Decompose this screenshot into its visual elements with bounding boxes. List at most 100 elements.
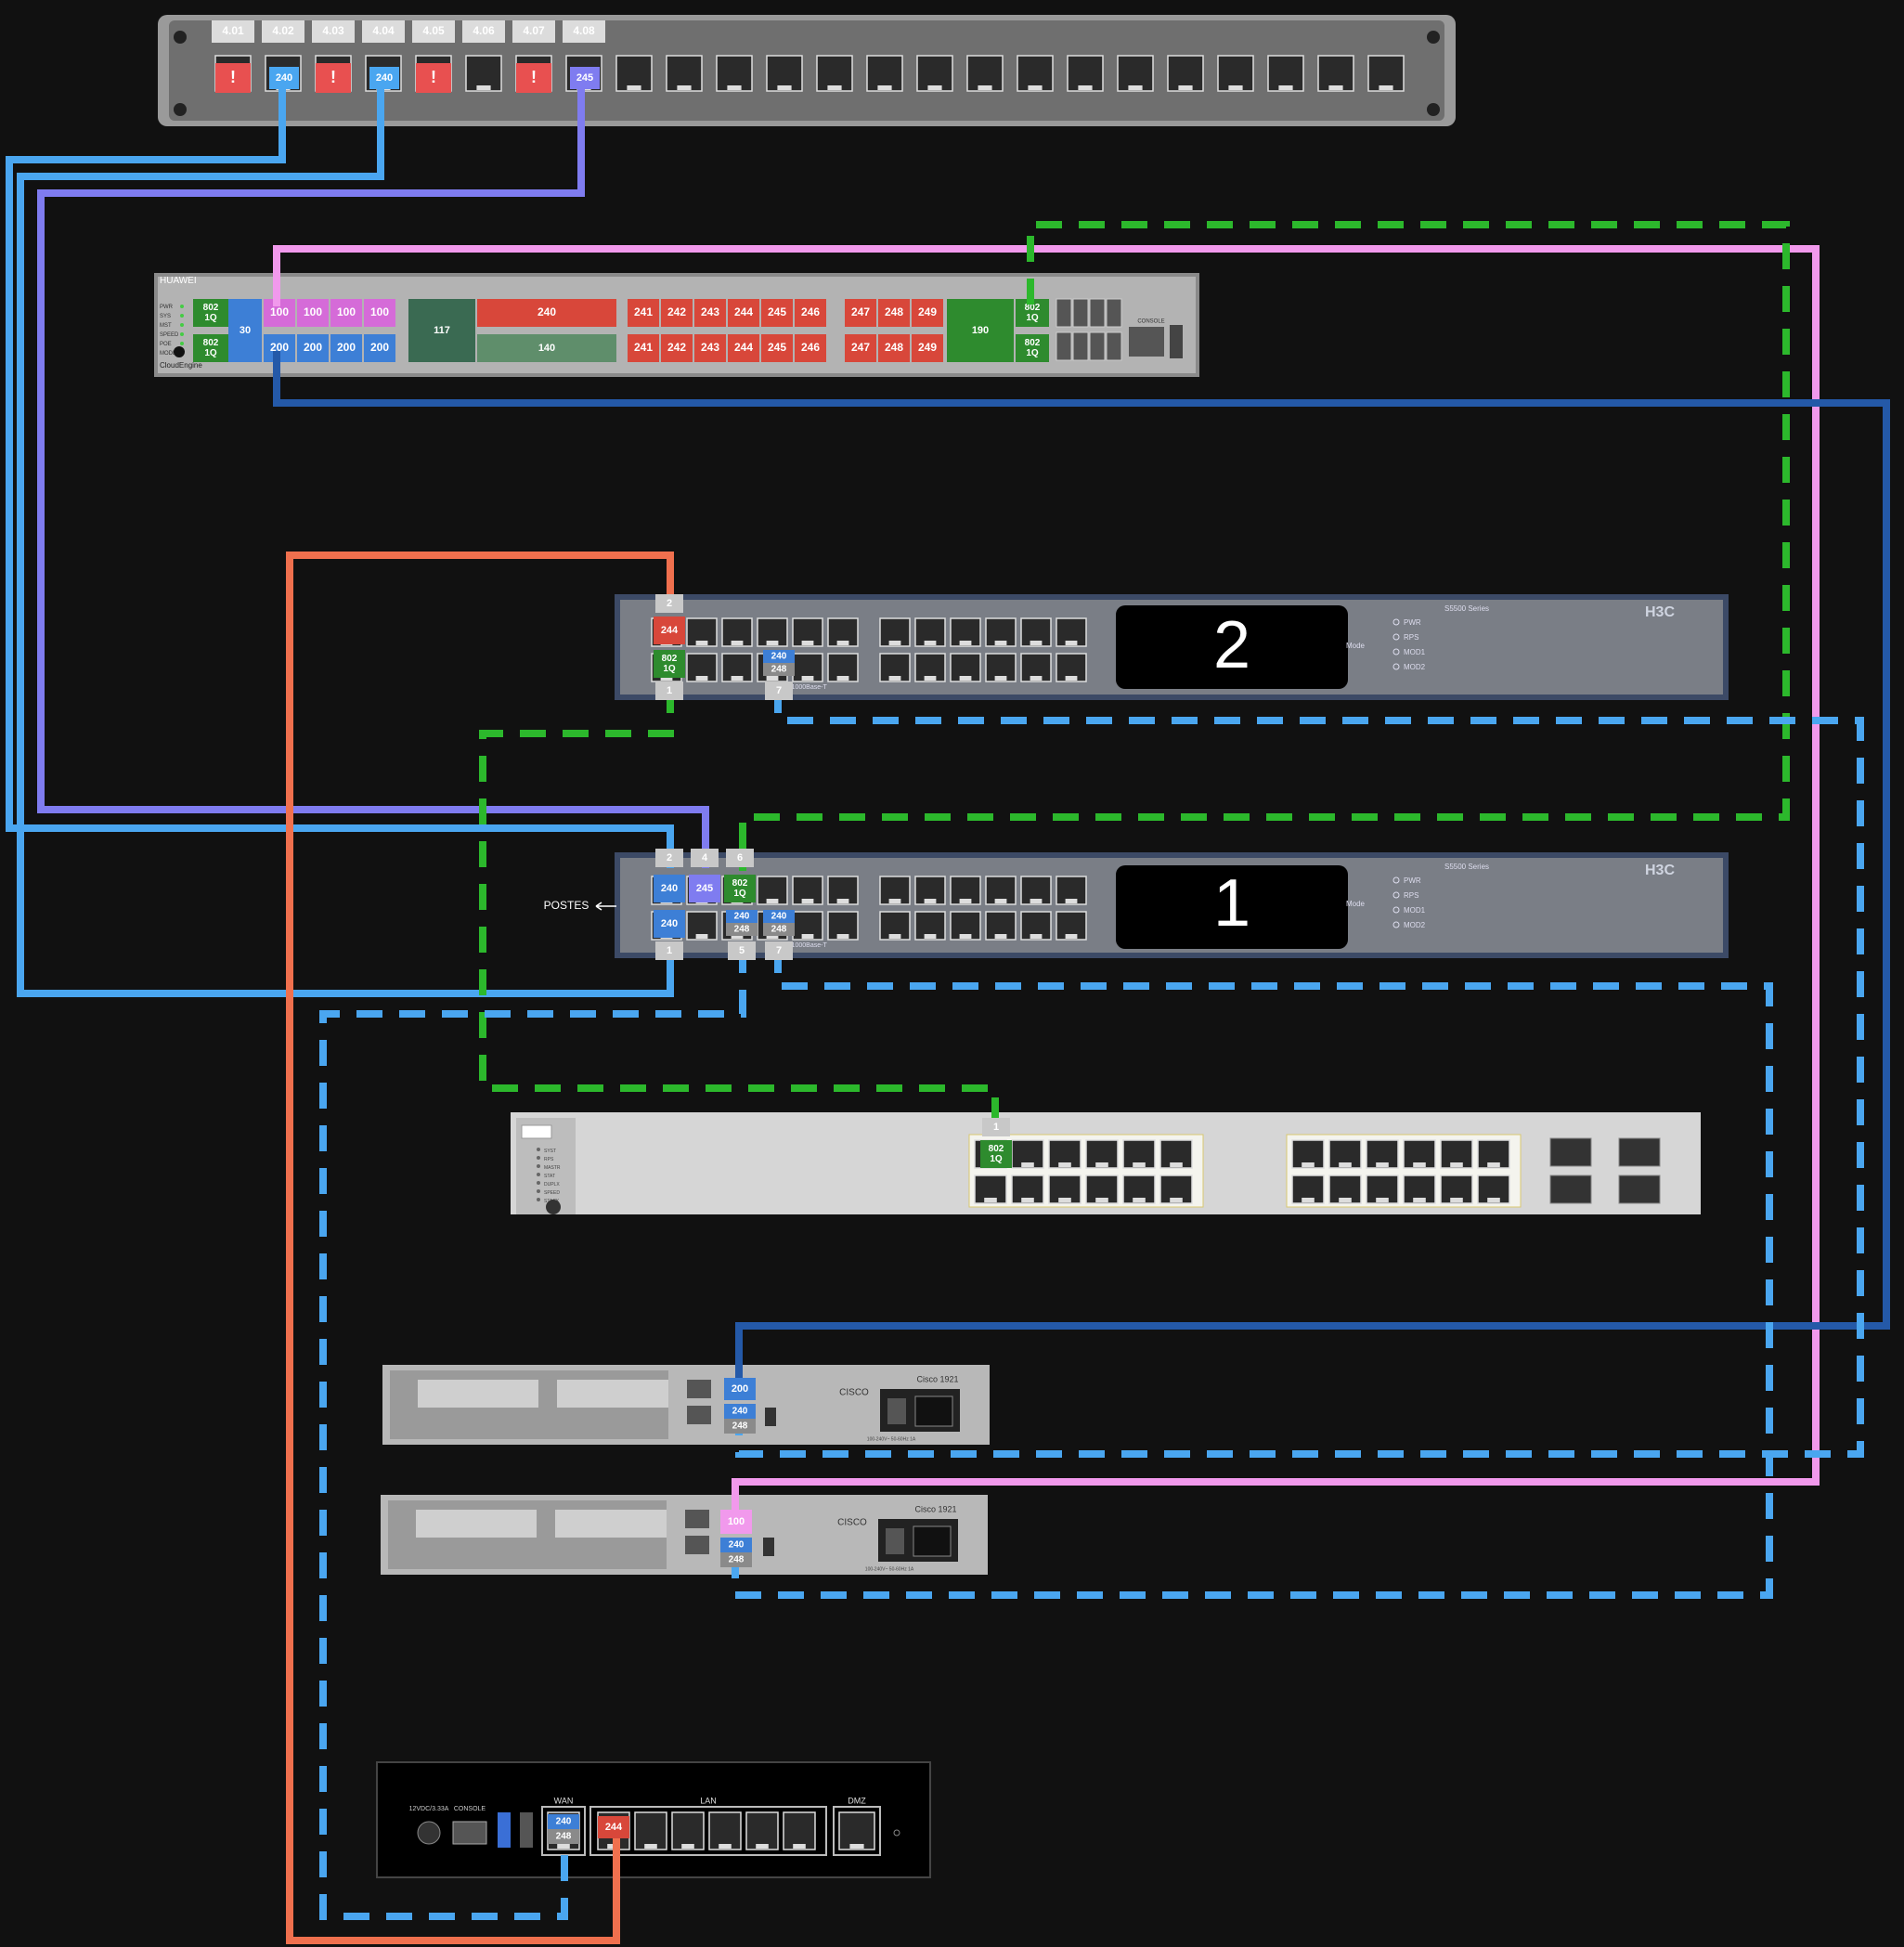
patch-port[interactable] [1217, 55, 1254, 92]
patch-port[interactable] [816, 55, 853, 92]
patch-port[interactable] [1367, 55, 1405, 92]
sfp-port[interactable] [1056, 331, 1072, 361]
sfp-port[interactable] [1549, 1175, 1592, 1204]
patch-port[interactable] [766, 55, 803, 92]
ge-port[interactable] [685, 1510, 709, 1528]
ehwic-slot [418, 1380, 538, 1408]
lan-port[interactable] [671, 1811, 705, 1850]
port-latch [1128, 85, 1143, 90]
sfp-port[interactable] [1618, 1175, 1661, 1204]
ethernet-port[interactable] [914, 653, 946, 682]
port-latch [1170, 1162, 1183, 1167]
ethernet-port[interactable] [1056, 876, 1087, 905]
led-label: RPS [1404, 891, 1418, 900]
reset-pinhole[interactable] [893, 1829, 900, 1837]
patch-port[interactable] [615, 55, 653, 92]
mode-button[interactable] [546, 1200, 561, 1214]
usb-port[interactable] [765, 1408, 776, 1426]
ehwic-slot [557, 1380, 668, 1408]
power-switch[interactable] [886, 1528, 904, 1554]
ge-port[interactable] [685, 1536, 709, 1554]
huawei-led-label: SPEED [160, 332, 179, 338]
ethernet-port[interactable] [1291, 1139, 1325, 1169]
port-latch [888, 934, 901, 939]
port-latch [1058, 1198, 1071, 1202]
lan-port[interactable] [708, 1811, 742, 1850]
vlan-red-box [878, 334, 910, 362]
ethernet-port[interactable] [1122, 1139, 1156, 1169]
usb-port[interactable] [498, 1812, 511, 1848]
status-led-icon [537, 1189, 540, 1193]
port-latch [801, 899, 814, 903]
ethernet-port[interactable] [686, 653, 718, 682]
port-latch [1065, 899, 1078, 903]
trunk-8021q-label: 802 [1025, 303, 1041, 313]
console-port[interactable] [1129, 327, 1164, 357]
mount-hole [174, 31, 187, 44]
huawei-led-label: POE [160, 342, 172, 347]
status-led-icon [537, 1173, 540, 1176]
mode-button[interactable] [174, 346, 185, 357]
vlan-red-label: 248 [885, 341, 903, 354]
trunk-8021q-label: 1Q [204, 348, 217, 358]
vlan-200-label: 200 [304, 341, 322, 354]
sfp-port[interactable] [1549, 1137, 1592, 1167]
dmz-port[interactable] [838, 1811, 875, 1850]
patch-port[interactable] [1167, 55, 1204, 92]
port-latch [924, 899, 937, 903]
lan-port[interactable] [783, 1811, 816, 1850]
port-latch [924, 676, 937, 681]
ge-port[interactable] [687, 1380, 711, 1398]
usb-port[interactable] [763, 1538, 774, 1556]
vlan-248-label: 248 [556, 1832, 572, 1842]
usb-port[interactable] [520, 1812, 533, 1848]
lan-port[interactable] [634, 1811, 667, 1850]
sfp-port[interactable] [1618, 1137, 1661, 1167]
patch-port[interactable] [666, 55, 703, 92]
console-port[interactable] [452, 1821, 487, 1845]
port-latch [959, 641, 972, 645]
sfp-port[interactable] [1089, 331, 1106, 361]
patch-port[interactable] [1067, 55, 1104, 92]
patch-port[interactable] [916, 55, 953, 92]
led-label: RPS [1404, 633, 1418, 642]
ethernet-port[interactable] [879, 653, 911, 682]
vlan-red-box [628, 334, 659, 362]
sfp-port[interactable] [1106, 298, 1122, 328]
usb-port[interactable] [1170, 325, 1183, 358]
vlan-248-box [763, 923, 795, 936]
patch-port[interactable] [716, 55, 753, 92]
sfp-port[interactable] [1089, 298, 1106, 328]
ethernet-port[interactable] [721, 653, 753, 682]
postes-label: POSTES [544, 899, 589, 912]
patch-port[interactable] [1317, 55, 1354, 92]
sfp-port[interactable] [1072, 331, 1089, 361]
huawei-led-label: MST [160, 323, 172, 329]
lan-port[interactable] [745, 1811, 779, 1850]
ethernet-port[interactable] [950, 876, 981, 905]
port-latch [888, 676, 901, 681]
sfp-port[interactable] [1056, 298, 1072, 328]
alert-icon-label: ! [431, 68, 436, 86]
patch-port-number-box [563, 20, 605, 43]
vlan-200-box [297, 334, 329, 362]
vlan-248-label: 248 [771, 925, 787, 935]
patch-port[interactable] [1267, 55, 1304, 92]
h3c-brand: H3C [1645, 604, 1675, 620]
ethernet-port[interactable] [1403, 1175, 1436, 1204]
sfp-port[interactable] [1072, 298, 1089, 328]
patch-port[interactable] [1017, 55, 1054, 92]
patch-port[interactable] [465, 55, 502, 92]
patch-port[interactable] [966, 55, 1004, 92]
vlan-244-label: 244 [661, 625, 679, 636]
ge-port[interactable] [687, 1406, 711, 1424]
port-latch [695, 676, 708, 681]
port-latch [1030, 899, 1043, 903]
power-switch[interactable] [887, 1398, 906, 1424]
sfp-port[interactable] [1106, 331, 1122, 361]
patch-port[interactable] [866, 55, 903, 92]
vlan-248-box [726, 923, 758, 936]
patch-port[interactable] [1117, 55, 1154, 92]
